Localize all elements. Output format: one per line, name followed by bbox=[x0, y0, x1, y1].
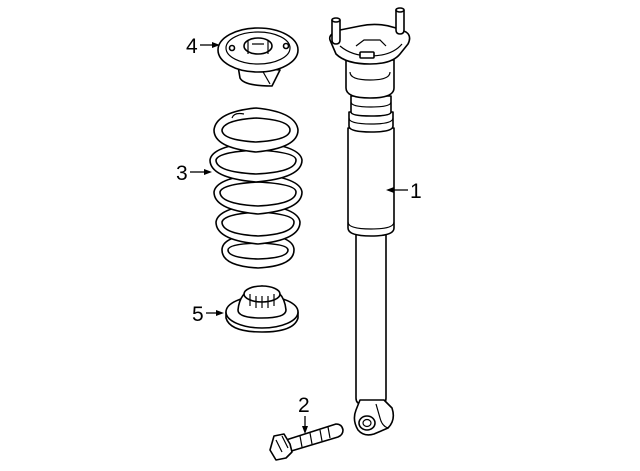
callout-4-label: 4 bbox=[186, 35, 198, 58]
upper-spring-seat bbox=[217, 27, 299, 87]
callout-leaders bbox=[190, 42, 408, 434]
lower-spring-seat bbox=[225, 285, 299, 333]
callout-5-label: 5 bbox=[192, 303, 204, 326]
callout-2-label: 2 bbox=[298, 394, 310, 417]
callout-3-label: 3 bbox=[176, 162, 188, 185]
callout-1-label: 1 bbox=[410, 180, 422, 203]
coil-spring bbox=[209, 107, 303, 269]
mounting-bolt bbox=[269, 423, 344, 461]
shock-absorber bbox=[328, 7, 411, 436]
